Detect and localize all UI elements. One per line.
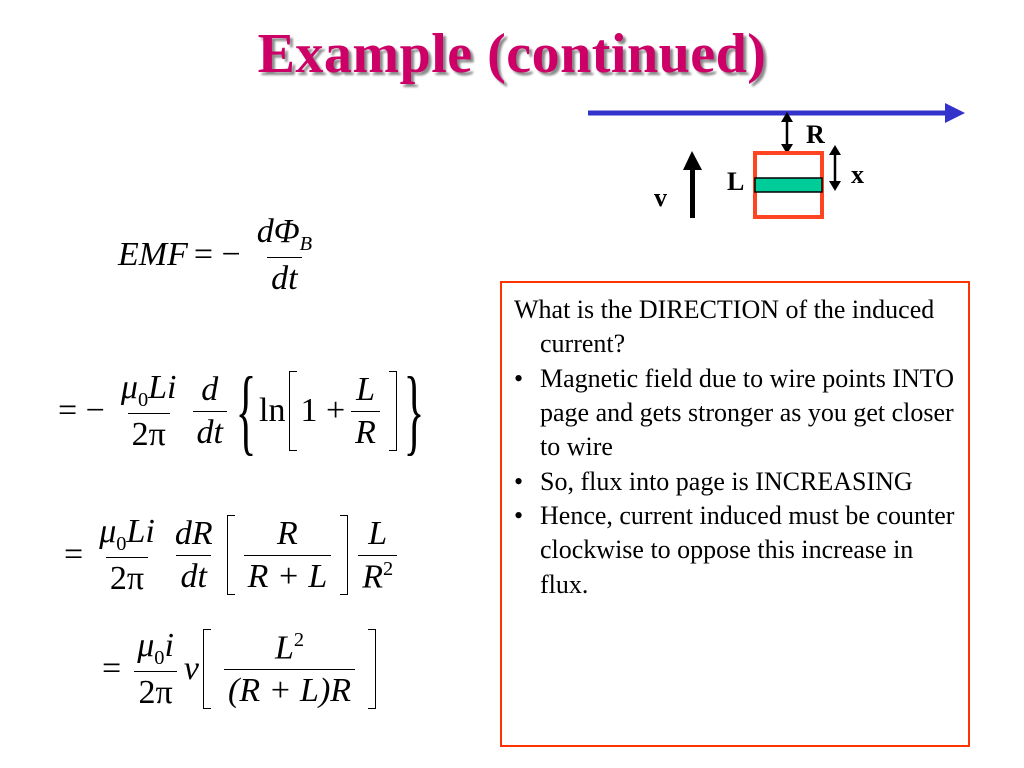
eq1-num: dΦ (256, 213, 300, 250)
eq2-mu: μ (120, 368, 138, 406)
equation-step-4: = μ0i 2π v L2 (R + L)R (96, 627, 380, 712)
eq4-l: L (274, 629, 294, 667)
eq3-r2-sup: 2 (383, 557, 394, 580)
list-item: • Magnetic field due to wire points INTO… (514, 362, 958, 465)
eq4-prefix: = (102, 650, 122, 688)
eq3-frac-2: dR dt (171, 515, 217, 595)
eq2-frac-1: μ0Li 2π (117, 369, 181, 454)
eq4-mu-sub: 0 (154, 646, 165, 669)
bullet-dot: • (514, 500, 524, 530)
eq3-frac-1: μ0Li 2π (95, 513, 159, 598)
eq3-r-plus-l: R + L (247, 557, 328, 595)
eq3-l: L (368, 515, 388, 553)
sliding-bar (754, 177, 823, 193)
eq2-frac-3: L R (351, 371, 380, 451)
eq2-li: Li (148, 368, 177, 406)
eq2-ln: ln (259, 392, 286, 429)
explanation-text-box: What is the DIRECTION of the induced cur… (500, 281, 970, 747)
list-item: • Hence, current induced must be counter… (514, 499, 958, 602)
eq4-den: (R + L)R (228, 671, 352, 709)
equation-step-2: = − μ0Li 2π d dt { ln 1 + L R } (52, 363, 427, 459)
eq2-left-brace: { (235, 357, 257, 464)
eq1-equals: = − (193, 236, 241, 274)
wire-arrowhead (945, 103, 965, 123)
eq4-mu: μ (137, 627, 155, 664)
eq2-prefix: = − (58, 392, 105, 429)
eq3-li: Li (126, 513, 155, 550)
eq3-frac-3: R R + L (243, 515, 332, 595)
eq2-mu-sub: 0 (137, 388, 149, 411)
eq3-mu: μ (99, 513, 117, 550)
eq3-r2: R (362, 557, 384, 595)
eq2-dt: dt (196, 413, 223, 451)
bullet-text: Hence, current induced must be counter c… (540, 500, 955, 599)
question-text: What is the DIRECTION of the induced cur… (514, 295, 935, 359)
eq3-bracket: R R + L (226, 515, 349, 596)
equation-emf: EMF = − dΦB dt (118, 213, 322, 298)
eq4-v: v (183, 650, 200, 688)
slide-title: Example (continued) (257, 23, 767, 85)
label-x: x (851, 160, 864, 189)
list-item: • So, flux into page is INCREASING (514, 465, 958, 499)
eq3-r: R (277, 515, 298, 553)
label-l: L (727, 167, 744, 196)
velocity-arrow (683, 151, 702, 218)
eq1-den: dt (271, 260, 298, 298)
eq2-one-plus: 1 + (300, 392, 346, 429)
eq2-frac-2: d dt (192, 371, 227, 451)
eq2-l: L (356, 371, 376, 409)
eq3-2pi: 2π (105, 557, 149, 597)
eq3-dr: dR (174, 515, 213, 553)
label-v: v (654, 183, 667, 212)
label-r: R (806, 120, 825, 149)
bullet-dot: • (514, 466, 524, 496)
eq4-l-sup: 2 (293, 629, 305, 652)
eq4-i: i (164, 627, 174, 664)
eq2-r: R (355, 413, 376, 451)
eq4-2pi: 2π (134, 671, 177, 711)
eq3-frac-4: L R2 (358, 515, 398, 595)
eq3-dt: dt (180, 557, 207, 595)
eq3-mu-sub: 0 (116, 532, 127, 555)
distance-r-arrow (781, 112, 793, 154)
equation-step-3: = μ0Li 2π dR dt R R + L L R2 (58, 513, 403, 598)
eq2-d: d (201, 371, 219, 409)
bullet-text: So, flux into page is INCREASING (540, 466, 913, 496)
eq1-lhs: EMF (118, 236, 188, 274)
eq4-frac-2: L2 (R + L)R (224, 629, 356, 709)
eq2-right-brace: } (403, 357, 425, 464)
eq1-num-sub: B (299, 232, 313, 255)
eq3-prefix: = (64, 536, 84, 574)
eq4-bracket: L2 (R + L)R (203, 629, 377, 710)
eq2-2pi: 2π (127, 412, 170, 453)
eq4-frac-1: μ0i 2π (133, 627, 178, 712)
eq1-fraction: dΦB dt (253, 213, 316, 298)
distance-x-arrow (829, 145, 841, 191)
bullet-list: • Magnetic field due to wire points INTO… (514, 362, 958, 602)
bullet-dot: • (514, 363, 524, 393)
eq2-bracket: 1 + L R (289, 371, 397, 451)
wire-loop-diagram: R x L v (588, 103, 965, 219)
bullet-text: Magnetic field due to wire points INTO p… (540, 363, 954, 462)
